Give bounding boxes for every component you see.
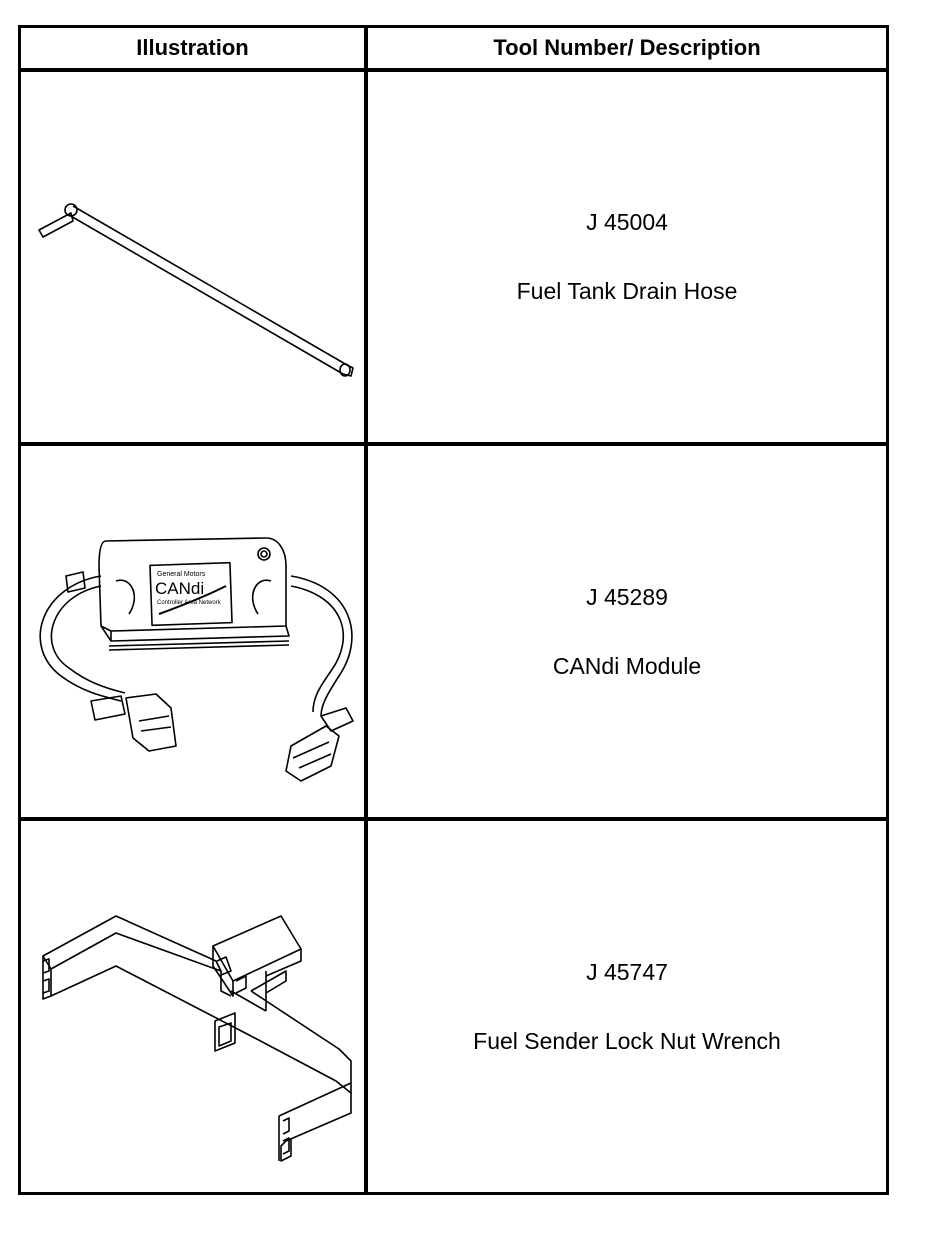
description-cell: J 45004 Fuel Tank Drain Hose	[368, 72, 886, 442]
tool-number: J 45004	[586, 209, 668, 235]
illustration-cell	[21, 72, 364, 442]
tool-number: J 45747	[586, 958, 668, 985]
header-illustration: Illustration	[136, 35, 249, 60]
module-sub-label: Controller Area Network	[157, 600, 222, 606]
tool-table: Illustration Tool Number/ Description J …	[18, 25, 889, 1195]
illustration-cell	[21, 821, 364, 1192]
module-brand-label: General Motors	[157, 571, 206, 578]
tool-number: J 45289	[586, 583, 668, 610]
module-name-label: CANdi	[155, 579, 204, 598]
tool-description: CANdi Module	[552, 652, 702, 679]
header-description: Tool Number/ Description	[493, 35, 761, 60]
description-cell: J 45747 Fuel Sender Lock Nut Wrench	[368, 821, 886, 1192]
row-divider	[21, 817, 886, 821]
candi-module-icon: General Motors CANdi Controller Area Net…	[39, 537, 354, 782]
column-divider	[364, 28, 368, 1192]
lock-nut-wrench-icon	[42, 915, 352, 1162]
drain-hose-icon	[38, 203, 354, 377]
illustration-cell: General Motors CANdi Controller Area Net…	[21, 446, 364, 817]
header-divider	[21, 68, 886, 72]
row-divider	[21, 442, 886, 446]
tool-description: Fuel Sender Lock Nut Wrench	[473, 1027, 781, 1054]
description-cell: J 45289 CANdi Module	[368, 446, 886, 817]
tool-description: Fuel Tank Drain Hose	[516, 278, 738, 304]
